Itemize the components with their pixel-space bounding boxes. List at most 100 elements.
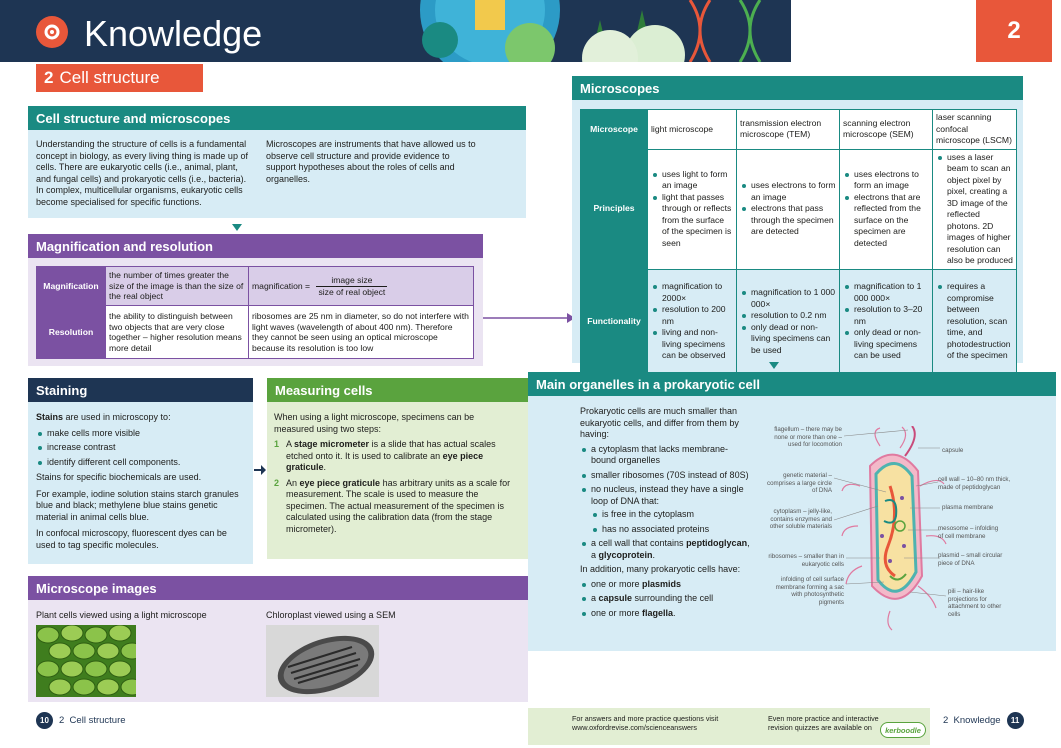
list-item: a cell wall that contains peptidoglycan,… bbox=[580, 538, 750, 561]
bacterium-diagram bbox=[840, 425, 950, 631]
list-item: has no associated proteins bbox=[591, 524, 750, 536]
label-capsule: capsule bbox=[942, 447, 964, 454]
plant-cells-image bbox=[36, 625, 136, 697]
cell-structure-col2: Microscopes are instruments that have al… bbox=[266, 139, 476, 184]
list-item: magnification to 2000× bbox=[651, 281, 733, 304]
measuring-heading: Measuring cells bbox=[267, 378, 528, 402]
list-item: light that passes through or reflects fr… bbox=[651, 192, 733, 250]
down-arrow-icon bbox=[769, 362, 779, 369]
list-item: smaller ribosomes (70S instead of 80S) bbox=[580, 470, 750, 482]
section-number: 2 bbox=[44, 68, 54, 87]
col-header: laser scanning confocal microscope (LSCM… bbox=[932, 109, 1017, 150]
list-item: resolution to 0.2 nm bbox=[740, 310, 836, 322]
knowledge-logo-icon bbox=[36, 16, 68, 48]
list-item: only dead or non-living specimens can be… bbox=[843, 327, 929, 362]
cell-structure-heading: Cell structure and microscopes bbox=[28, 106, 526, 130]
list-item: make cells more visible bbox=[36, 428, 248, 440]
footer-left-text: 2 Cell structure bbox=[59, 714, 126, 726]
label-infolding: infolding of cell surface membrane formi… bbox=[775, 576, 844, 606]
list-item: electrons that pass through the specimen… bbox=[740, 203, 836, 238]
microscopes-body: Microscope light microscope transmission… bbox=[572, 100, 1023, 375]
prokaryotic-addition: In addition, many prokaryotic cells have… bbox=[580, 564, 741, 574]
list-item: only dead or non-living specimens can be… bbox=[740, 322, 836, 357]
list-item: magnification to 1 000 000× bbox=[740, 287, 836, 310]
chapter-number: 2 bbox=[1007, 17, 1021, 44]
cell-structure-body: Understanding the structure of cells is … bbox=[28, 130, 526, 218]
magnification-heading: Magnification and resolution bbox=[28, 234, 483, 258]
footer-right: 2 Knowledge 11 bbox=[943, 711, 1024, 729]
right-arrow-icon bbox=[483, 311, 575, 323]
label-pili: pili – hair-like projections for attachm… bbox=[948, 588, 1002, 618]
col-header: transmission electron microscope (TEM) bbox=[736, 109, 840, 150]
staining-heading: Staining bbox=[28, 378, 253, 402]
list-item: uses electrons to form an image bbox=[740, 180, 836, 203]
list-item: one or more plasmids bbox=[580, 579, 750, 591]
label-cell-wall: cell wall – 10–80 nm thick, made of pept… bbox=[938, 476, 1011, 491]
images-body: Plant cells viewed using a light microsc… bbox=[28, 600, 528, 702]
chloroplast-sem-image bbox=[266, 625, 379, 697]
list-item: resolution to 200 nm bbox=[651, 304, 733, 327]
footer-answers: For answers and more practice questions … bbox=[572, 714, 719, 732]
page-number-left: 10 bbox=[36, 711, 53, 729]
prokaryotic-heading: Main organelles in a prokaryotic cell bbox=[528, 372, 1056, 396]
list-item: no nucleus, instead they have a single l… bbox=[580, 484, 750, 507]
measuring-body: When using a light microscope, specimens… bbox=[267, 402, 528, 559]
images-heading: Microscope images bbox=[28, 576, 528, 600]
list-item: a cytoplasm that lacks membrane-bound or… bbox=[580, 444, 750, 467]
formula-denominator: size of real object bbox=[318, 286, 386, 297]
list-item: one or more flagella. bbox=[580, 608, 750, 620]
col-header: light microscope bbox=[647, 109, 737, 150]
col-header: scanning electron microscope (SEM) bbox=[839, 109, 933, 150]
list-item: increase contrast bbox=[36, 442, 248, 454]
magnification-label: Magnification bbox=[36, 266, 106, 306]
prokaryotic-intro: Prokaryotic cells are much smaller than … bbox=[580, 406, 739, 439]
list-item: requires a compromise between resolution… bbox=[936, 281, 1013, 362]
list-item: identify different cell components. bbox=[36, 457, 248, 469]
resolution-note: ribosomes are 25 nm in diameter, so do n… bbox=[248, 305, 474, 359]
resolution-definition: the ability to distinguish between two o… bbox=[105, 305, 249, 359]
magnification-table: Magnification the number of times greate… bbox=[36, 266, 474, 359]
formula-numerator: image size bbox=[316, 275, 388, 287]
chapter-tab: 2 bbox=[976, 0, 1052, 62]
small-right-arrow-icon bbox=[254, 463, 266, 475]
staining-list: make cells more visible increase contras… bbox=[36, 428, 248, 469]
footer-practice: Even more practice and interactive revis… bbox=[768, 714, 879, 732]
list-item: electrons that are reflected from the su… bbox=[843, 192, 929, 250]
measuring-step-1: 1 A stage micrometer is a slide that has… bbox=[274, 439, 496, 472]
magnification-body: Magnification the number of times greate… bbox=[28, 258, 483, 366]
page-number-right: 11 bbox=[1006, 711, 1024, 729]
resolution-label: Resolution bbox=[36, 305, 106, 359]
list-item: uses electrons to form an image bbox=[843, 169, 929, 192]
footer-right-text: 2 Knowledge bbox=[943, 714, 1001, 726]
section-title: Cell structure bbox=[59, 68, 160, 87]
label-plasmid: plasmid – small circular piece of DNA bbox=[938, 552, 1003, 567]
staining-body: Stains are used in microscopy to: make c… bbox=[28, 402, 253, 564]
list-item: uses light to form an image bbox=[651, 169, 733, 192]
measuring-intro: When using a light microscope, specimens… bbox=[274, 412, 475, 434]
footer-left: 10 2 Cell structure bbox=[36, 711, 126, 729]
magnification-definition: the number of times greater the size of … bbox=[105, 266, 249, 306]
principles-label: Principles bbox=[580, 148, 648, 270]
kerboodle-logo: kerboodle bbox=[880, 722, 926, 738]
label-mesosome: mesosome – infolding of cell membrane bbox=[938, 525, 999, 540]
list-item: uses a laser beam to scan an object pixe… bbox=[936, 152, 1013, 267]
label-genetic-material: genetic material – comprises a large cir… bbox=[767, 472, 832, 494]
staining-p2: For example, iodine solution stains star… bbox=[36, 488, 239, 522]
measuring-step-2: 2 An eye piece graticule has arbitrary u… bbox=[274, 477, 511, 534]
staining-p1: Stains for specific biochemicals are use… bbox=[36, 472, 202, 482]
banner-illustration bbox=[380, 0, 791, 62]
label-ribosomes: ribosomes – smaller than in eukaryotic c… bbox=[768, 553, 844, 568]
list-item: resolution to 3–20 nm bbox=[843, 304, 929, 327]
label-cytoplasm: cytoplasm – jelly-like, contains enzymes… bbox=[769, 508, 832, 530]
list-item: magnification to 1 000 000× bbox=[843, 281, 929, 304]
list-item: living and non-living specimens can be o… bbox=[651, 327, 733, 362]
footer-promo: For answers and more practice questions … bbox=[528, 708, 930, 745]
label-flagellum: flagellum – there may be none or more th… bbox=[774, 426, 842, 448]
down-arrow-icon bbox=[232, 224, 242, 231]
list-item: is free in the cytoplasm bbox=[591, 509, 750, 521]
cell-structure-col1: Understanding the structure of cells is … bbox=[36, 139, 248, 207]
magnification-formula: magnification = image size size of real … bbox=[248, 266, 474, 306]
banner-title: Knowledge bbox=[84, 13, 263, 54]
image-caption-1: Plant cells viewed using a light microsc… bbox=[36, 610, 207, 620]
list-item: a capsule surrounding the cell bbox=[580, 593, 750, 605]
